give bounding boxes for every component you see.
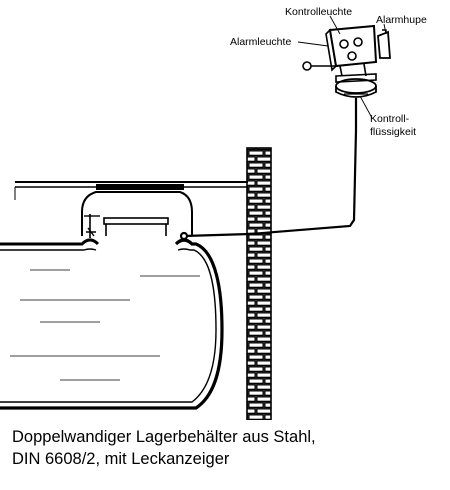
- label-kontrollfluessigkeit-line2: flüssigkeit: [370, 126, 417, 138]
- manhole-cover: [96, 184, 184, 190]
- label-kontrollleuchte: Kontrolleuchte: [285, 6, 353, 18]
- label-alarmhupe: Alarmhupe: [376, 14, 427, 26]
- alarm-unit: [302, 24, 391, 98]
- label-kontrollfluessigkeit-line1: Kontroll-: [370, 113, 410, 125]
- signal-cable: [179, 98, 358, 241]
- caption-line1: Doppelwandiger Lagerbehälter aus Stahl,: [12, 428, 316, 446]
- label-alarmleuchte: Alarmleuchte: [230, 36, 292, 48]
- figure-caption: Doppelwandiger Lagerbehälter aus Stahl, …: [12, 426, 442, 470]
- tank-diagram: Kontrolleuchte Alarmhupe Alarmleuchte Ko…: [0, 6, 427, 420]
- tank-body: [0, 238, 224, 410]
- leader-lines: [297, 15, 387, 119]
- label-kontrollfluessigkeit: Kontroll- flüssigkeit: [370, 113, 416, 139]
- brick-wall: [246, 147, 272, 420]
- caption-line2: DIN 6608/2, mit Leckanzeiger: [12, 450, 230, 468]
- tank-dome: [81, 191, 193, 238]
